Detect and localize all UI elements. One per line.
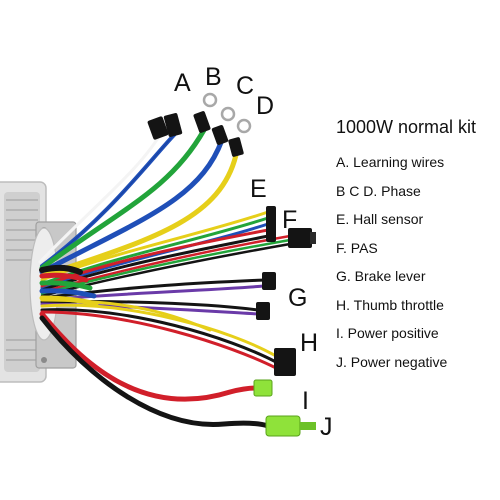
legend-item-pas: F. PAS <box>336 239 378 256</box>
callout-g: G <box>288 284 308 312</box>
legend: 1000W normal kit A. Learning wires B C D… <box>336 116 500 381</box>
callout-c: C <box>236 72 255 100</box>
connector-brake-lever <box>256 272 276 320</box>
legend-item-thumb-throttle: H. Thumb throttle <box>336 296 444 313</box>
connector-phase-b <box>193 92 218 133</box>
connector-phase-c <box>211 106 236 145</box>
connector-phase-d <box>228 118 252 157</box>
connector-power-positive <box>253 379 273 397</box>
legend-item-learning-wires: A. Learning wires <box>336 154 445 170</box>
callout-b: B <box>205 63 222 91</box>
legend-item-hall-sensor: E. Hall sensor <box>336 211 424 227</box>
legend-item-power-positive: I. Power positive <box>336 325 439 341</box>
callout-h: H <box>300 329 319 357</box>
connector-pas <box>288 228 316 248</box>
wire-bundle <box>38 127 292 429</box>
callout-d: D <box>256 92 275 120</box>
legend-item-brake-lever: G. Brake lever <box>336 268 426 284</box>
connector-learning-wires <box>147 113 183 140</box>
legend-item-phase: B C D. Phase <box>336 182 421 199</box>
legend-title: 1000W normal kit <box>336 117 477 137</box>
callout-i: I <box>302 387 309 415</box>
connector-thumb-throttle <box>274 348 296 376</box>
connector-power-negative <box>265 415 316 437</box>
callout-j: J <box>320 413 333 441</box>
callout-f: F <box>282 206 298 234</box>
callout-e: E <box>250 175 267 203</box>
legend-item-power-negative: J. Power negative <box>336 353 448 370</box>
connector-hall-sensor <box>266 206 276 242</box>
callout-a: A <box>174 69 191 97</box>
